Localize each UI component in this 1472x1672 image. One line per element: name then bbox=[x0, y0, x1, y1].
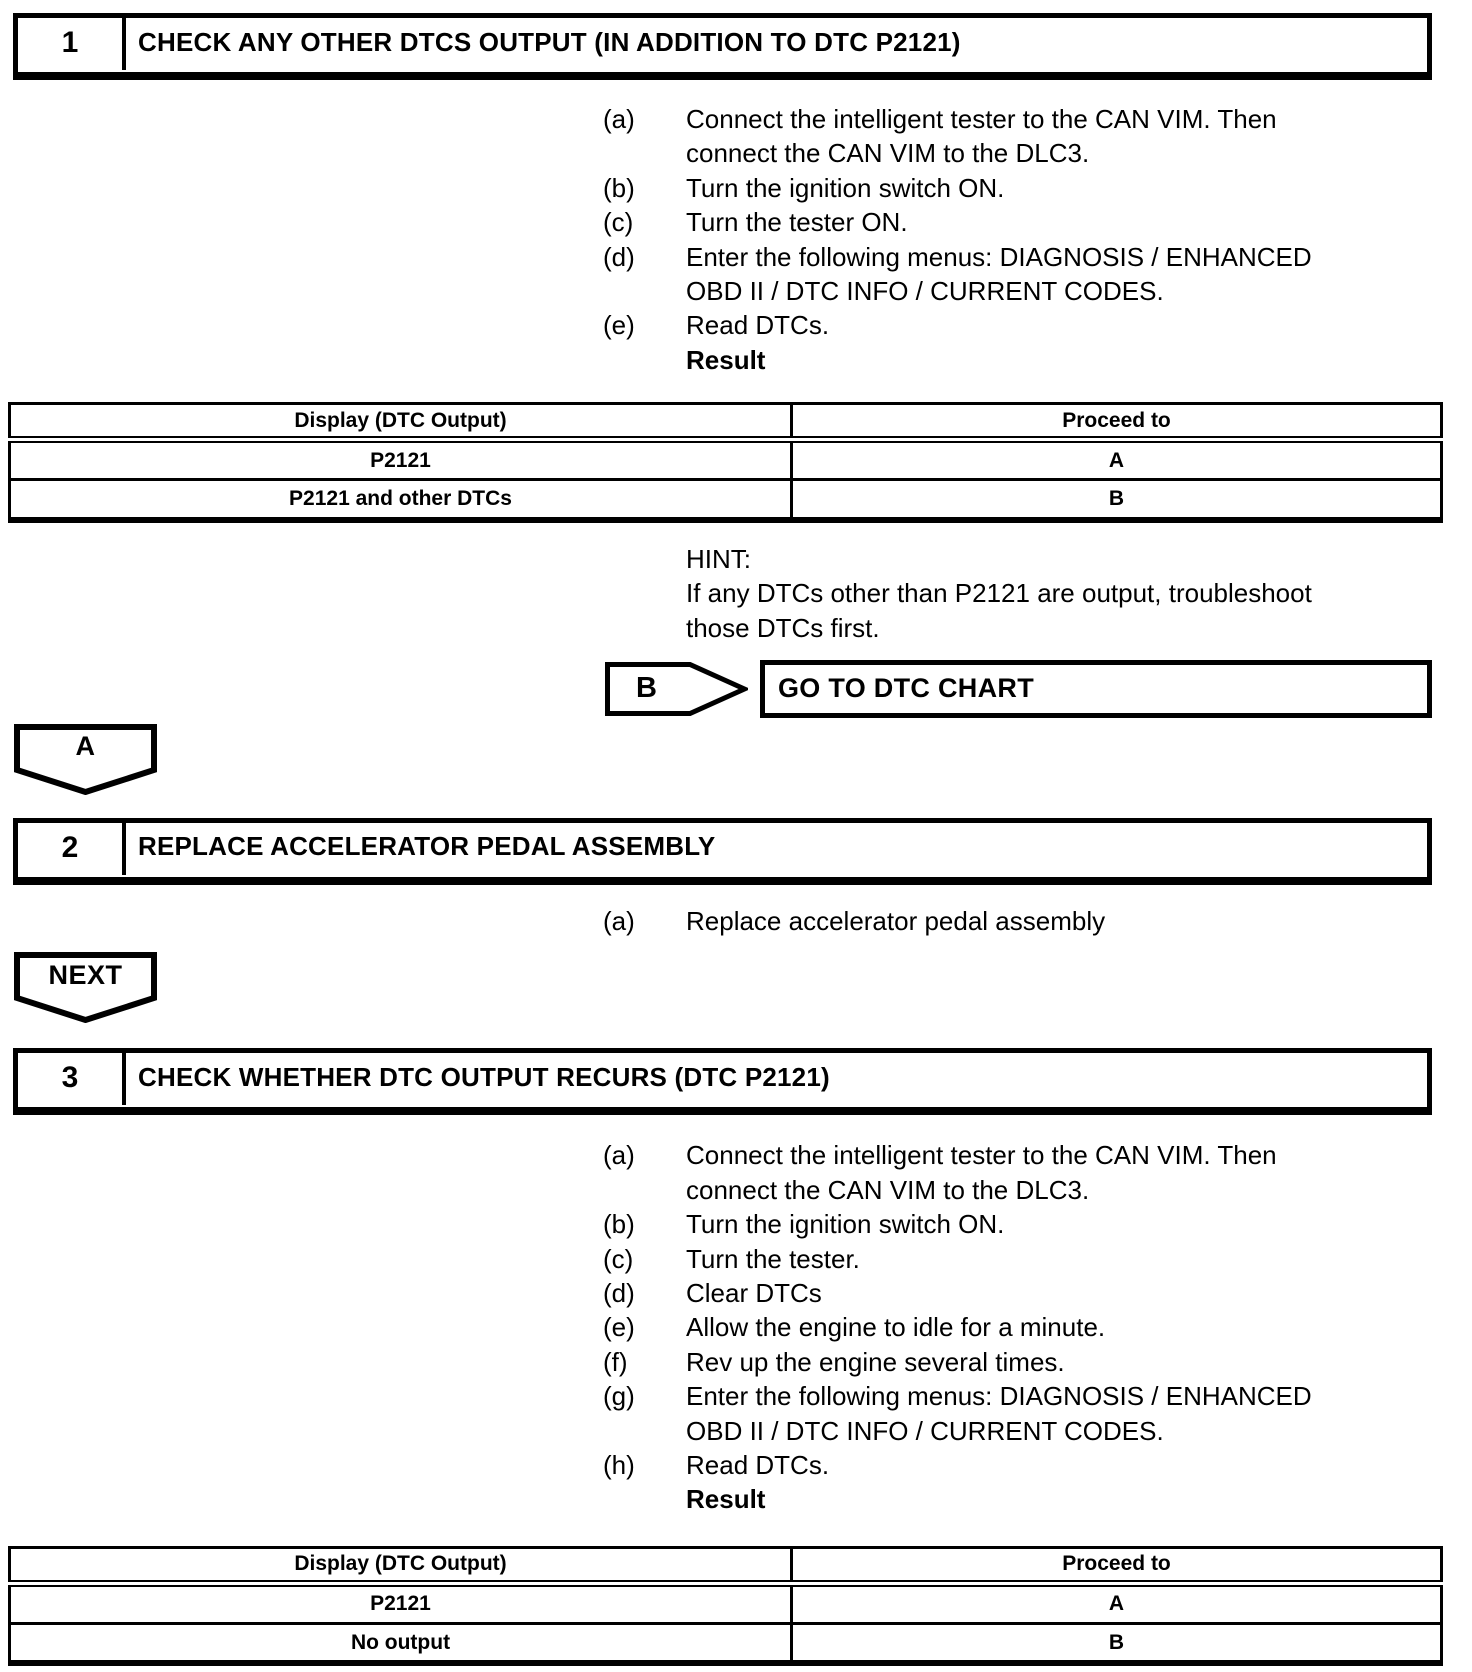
step-marker: (f) bbox=[603, 1346, 628, 1377]
connector-a: A bbox=[14, 723, 157, 795]
step-text: Replace accelerator pedal assembly bbox=[686, 905, 1106, 936]
section-1-steps: (a) Connect the intelligent tester to th… bbox=[603, 102, 1472, 377]
table-row: P2121 A bbox=[8, 438, 1443, 482]
step-text: Rev up the engine several times. bbox=[686, 1346, 1065, 1377]
step-text: Connect the intelligent tester to the CA… bbox=[686, 1140, 1277, 1205]
connector-b: B bbox=[605, 661, 748, 716]
step-text: Turn the tester. bbox=[686, 1243, 860, 1274]
table-header-row: Display (DTC Output) Proceed to bbox=[8, 402, 1443, 444]
table-row: P2121 and other DTCs B bbox=[8, 478, 1443, 522]
section-2-steps: (a) Replace accelerator pedal assembly bbox=[603, 904, 1472, 938]
section-1-header: 1 CHECK ANY OTHER DTCS OUTPUT (IN ADDITI… bbox=[13, 13, 1432, 80]
table-header-row: Display (DTC Output) Proceed to bbox=[8, 1545, 1443, 1587]
step-text: Turn the ignition switch ON. bbox=[686, 172, 1005, 203]
section-1-title: CHECK ANY OTHER DTCS OUTPUT (IN ADDITION… bbox=[138, 26, 961, 57]
step-marker: (c) bbox=[603, 1243, 634, 1274]
arrow-right-shape bbox=[605, 661, 748, 716]
cell-display: P2121 bbox=[8, 1581, 793, 1625]
step-marker: (b) bbox=[603, 172, 635, 203]
step-marker-empty bbox=[603, 343, 686, 377]
cell-proceed: A bbox=[790, 438, 1443, 482]
step-marker: (d) bbox=[603, 241, 635, 272]
cell-display: P2121 bbox=[8, 438, 793, 482]
section-1-number: 1 bbox=[18, 16, 126, 70]
dtc-result-table-1: Display (DTC Output) Proceed to P2121 A … bbox=[8, 402, 1443, 523]
step-marker: (b) bbox=[603, 1209, 635, 1240]
result-label: Result bbox=[686, 1484, 766, 1515]
section-2-number: 2 bbox=[18, 820, 126, 875]
pentagon-down-shape bbox=[14, 952, 157, 1024]
step-marker: (e) bbox=[603, 310, 635, 341]
step-marker: (c) bbox=[603, 207, 634, 238]
goto-dtc-chart-label: GO TO DTC CHART bbox=[778, 673, 1034, 704]
cell-proceed: A bbox=[790, 1581, 1443, 1625]
step-marker: (a) bbox=[603, 104, 635, 134]
column-header-display: Display (DTC Output) bbox=[8, 1545, 793, 1587]
result-label: Result bbox=[686, 344, 766, 375]
step-text: Read DTCs. bbox=[686, 310, 830, 341]
hint-block: HINT: If any DTCs other than P2121 are o… bbox=[686, 542, 1326, 645]
step-text: Turn the ignition switch ON. bbox=[686, 1209, 1005, 1240]
section-3-title: CHECK WHETHER DTC OUTPUT RECURS (DTC P21… bbox=[138, 1061, 830, 1092]
next-label: NEXT bbox=[48, 959, 123, 990]
step-text: Connect the intelligent tester to the CA… bbox=[686, 104, 1277, 169]
next-connector: NEXT bbox=[14, 952, 157, 1024]
table-row: P2121 A bbox=[8, 1581, 1443, 1625]
cell-proceed: B bbox=[790, 1621, 1443, 1665]
step-text: Enter the following menus: DIAGNOSIS / E… bbox=[686, 241, 1312, 307]
step-marker: (e) bbox=[603, 1312, 635, 1343]
step-text: Allow the engine to idle for a minute. bbox=[686, 1312, 1106, 1343]
connector-b-row: B GO TO DTC CHART bbox=[605, 659, 1472, 718]
section-2-title: REPLACE ACCELERATOR PEDAL ASSEMBLY bbox=[138, 831, 716, 862]
table-row: No output B bbox=[8, 1621, 1443, 1665]
connector-a-label: A bbox=[75, 731, 96, 762]
column-header-proceed: Proceed to bbox=[790, 1545, 1443, 1587]
step-text: Clear DTCs bbox=[686, 1278, 822, 1308]
hint-label: HINT: bbox=[686, 543, 751, 574]
section-3-steps: (a) Connect the intelligent tester to th… bbox=[603, 1138, 1472, 1516]
step-text: Read DTCs. bbox=[686, 1450, 830, 1481]
step-marker: (a) bbox=[603, 905, 635, 936]
cell-display: No output bbox=[8, 1621, 793, 1665]
column-header-display: Display (DTC Output) bbox=[8, 402, 793, 444]
step-marker: (h) bbox=[603, 1450, 635, 1481]
cell-proceed: B bbox=[790, 478, 1443, 522]
connector-b-label: B bbox=[636, 672, 657, 705]
section-3-number: 3 bbox=[18, 1051, 126, 1106]
pentagon-down-shape bbox=[14, 723, 157, 795]
section-3-header: 3 CHECK WHETHER DTC OUTPUT RECURS (DTC P… bbox=[13, 1048, 1432, 1116]
step-text: Enter the following menus: DIAGNOSIS / E… bbox=[686, 1381, 1312, 1446]
hint-text: If any DTCs other than P2121 are output,… bbox=[686, 578, 1312, 643]
step-marker-empty bbox=[603, 1482, 686, 1516]
dtc-result-table-2: Display (DTC Output) Proceed to P2121 A … bbox=[8, 1545, 1443, 1667]
step-marker: (g) bbox=[603, 1381, 635, 1412]
step-marker: (a) bbox=[603, 1140, 635, 1171]
section-2-header: 2 REPLACE ACCELERATOR PEDAL ASSEMBLY bbox=[13, 817, 1432, 885]
step-text: Turn the tester ON. bbox=[686, 207, 908, 238]
step-marker: (d) bbox=[603, 1278, 635, 1308]
cell-display: P2121 and other DTCs bbox=[8, 478, 793, 522]
goto-dtc-chart-box: GO TO DTC CHART bbox=[760, 659, 1432, 718]
column-header-proceed: Proceed to bbox=[790, 402, 1443, 444]
